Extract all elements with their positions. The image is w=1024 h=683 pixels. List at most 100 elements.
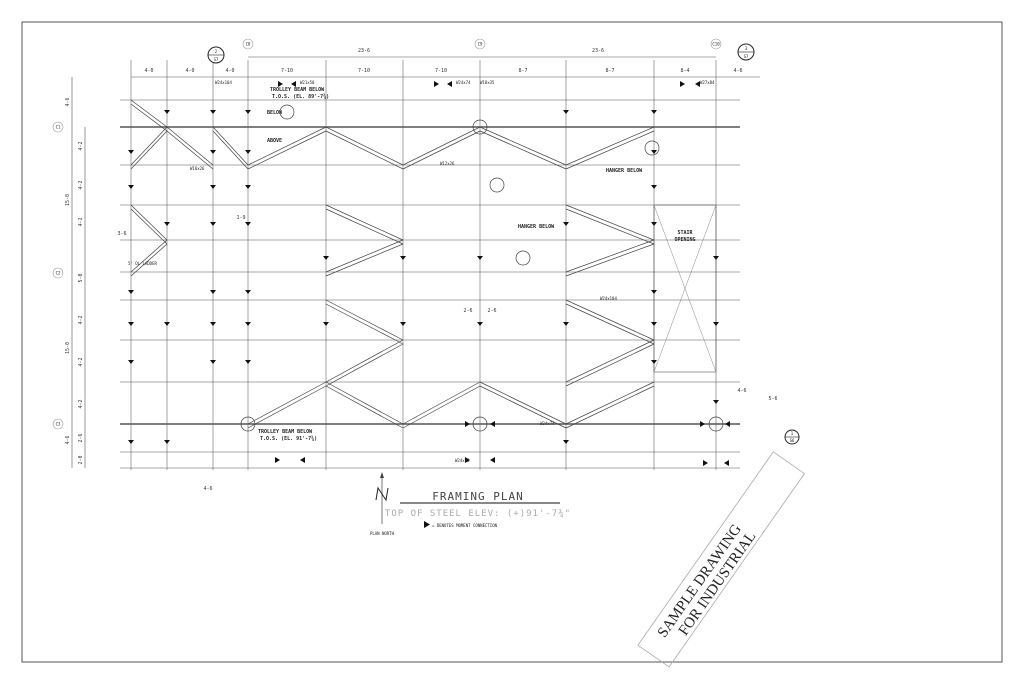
moment-connections <box>128 81 730 466</box>
beam-size-label: W24x74 <box>456 80 471 85</box>
moment-connection-icon <box>477 322 483 326</box>
moment-connection-icon <box>400 256 406 260</box>
moment-connection-icon <box>400 322 406 326</box>
moment-connection-icon <box>128 440 134 444</box>
svg-text:OPENING: OPENING <box>674 237 695 243</box>
moment-connection-icon <box>323 322 329 326</box>
svg-text:2: 2 <box>215 49 218 54</box>
beam-size-label: W27x84 <box>700 80 715 85</box>
beam-size-label: W24x76 <box>455 458 470 463</box>
structural-grid <box>71 56 760 470</box>
ladder-note: 5' OL LADDER <box>128 261 157 266</box>
dimension-label: 4-6 <box>737 388 746 394</box>
grid-bubble: C9 <box>478 42 483 47</box>
moment-connection-icon <box>563 222 569 226</box>
brace <box>565 339 655 383</box>
dimension-label: 5-0 <box>78 273 84 282</box>
svg-text:23-6: 23-6 <box>358 48 370 54</box>
brace <box>565 299 655 341</box>
beam-size-label: W18x35 <box>480 80 495 85</box>
plan-north-label: PLAN NORTH <box>370 531 395 536</box>
grid-bubble: C10 <box>712 42 720 47</box>
dimension-label: 4-2 <box>78 141 84 150</box>
column-marker <box>472 119 488 135</box>
dimension-label: 7-10 <box>435 68 447 74</box>
moment-connection-icon <box>434 81 439 87</box>
dimension-label: 4-6 <box>65 97 71 106</box>
moment-connection-icon <box>275 457 280 463</box>
dimension-label: 4-6 <box>733 68 742 74</box>
brace <box>565 343 655 387</box>
moment-connection-icon <box>465 421 470 427</box>
brace <box>402 130 481 170</box>
moment-connection-icon <box>563 440 569 444</box>
column-marker <box>279 104 295 120</box>
moment-connection-icon <box>651 110 657 114</box>
brace <box>565 385 655 429</box>
brace <box>325 130 404 170</box>
stair-note: STAIR <box>677 230 693 236</box>
moment-connection-icon <box>651 185 657 189</box>
dimension-label: 4-0 <box>225 68 234 74</box>
column-marker <box>472 416 488 432</box>
dimension-label: 8-4 <box>680 68 689 74</box>
svg-text:T.O.S. (EL. 89'-7¾): T.O.S. (EL. 89'-7¾) <box>272 94 329 100</box>
brace <box>130 126 168 166</box>
moment-connection-icon <box>245 185 251 189</box>
moment-connection-icon <box>651 290 657 294</box>
top-of-steel-elevation: TOP OF STEEL ELEV: (+)91'-7¾" <box>385 509 571 519</box>
section-mark: 1S6 <box>784 429 800 445</box>
brace <box>130 99 168 128</box>
dimension-label: 4-0 <box>144 68 153 74</box>
top-grid-bubbles: C8 C9 C10 <box>242 38 722 50</box>
dimension-label: 4-0 <box>185 68 194 74</box>
moment-connection-icon <box>128 322 134 326</box>
legend-text: = DENOTES MOMENT CONNECTION <box>432 523 498 528</box>
moment-connection-icon <box>703 460 708 466</box>
moment-connection-icon <box>465 457 470 463</box>
drawing-title: FRAMING PLAN <box>432 490 523 503</box>
brace <box>130 243 168 277</box>
grid-bubble: C3 <box>56 422 61 427</box>
dimension-label: 4-2 <box>78 315 84 324</box>
brace <box>130 208 168 245</box>
dimension-label: 4-2 <box>78 180 84 189</box>
north-arrow-icon <box>375 472 389 524</box>
brace <box>402 381 481 425</box>
brace <box>325 239 404 273</box>
moment-connection-icon <box>245 322 251 326</box>
moment-connection-icon <box>563 110 569 114</box>
moment-connection-icon <box>128 290 134 294</box>
moment-connection-icon <box>210 150 216 154</box>
brace <box>325 339 404 383</box>
svg-text:T.O.S. (EL. 91'-7¾): T.O.S. (EL. 91'-7¾) <box>260 436 317 442</box>
brace <box>166 130 214 170</box>
grid-bubble: C8 <box>246 42 251 47</box>
column-marker <box>708 416 724 432</box>
section-mark: 2S7 <box>207 46 225 64</box>
brace <box>479 126 567 166</box>
sheet-border <box>21 21 1003 663</box>
moment-connection-icon <box>164 222 170 226</box>
svg-text:ABOVE: ABOVE <box>267 138 282 144</box>
svg-text:23-6: 23-6 <box>592 48 604 54</box>
moment-connection-icon <box>210 222 216 226</box>
dimension-label: 1-9 <box>236 215 245 221</box>
brace <box>479 381 567 425</box>
moment-connection-icon <box>651 150 657 154</box>
moment-connection-icon <box>278 81 283 87</box>
brace <box>325 381 404 425</box>
moment-connection-icon <box>210 322 216 326</box>
moment-connection-icon <box>210 360 216 364</box>
dimension-label: 4-2 <box>78 357 84 366</box>
brace <box>479 130 567 170</box>
moment-connection-icon <box>210 290 216 294</box>
brace <box>325 126 404 166</box>
moment-connection-icon <box>651 360 657 364</box>
title-block: FRAMING PLAN TOP OF STEEL ELEV: (+)91'-7… <box>370 472 571 536</box>
beam-size-label: W16x26 <box>190 166 205 171</box>
hanger-note: HANGER BELOW <box>606 168 643 174</box>
column-marker <box>515 250 531 266</box>
brace <box>212 126 249 166</box>
